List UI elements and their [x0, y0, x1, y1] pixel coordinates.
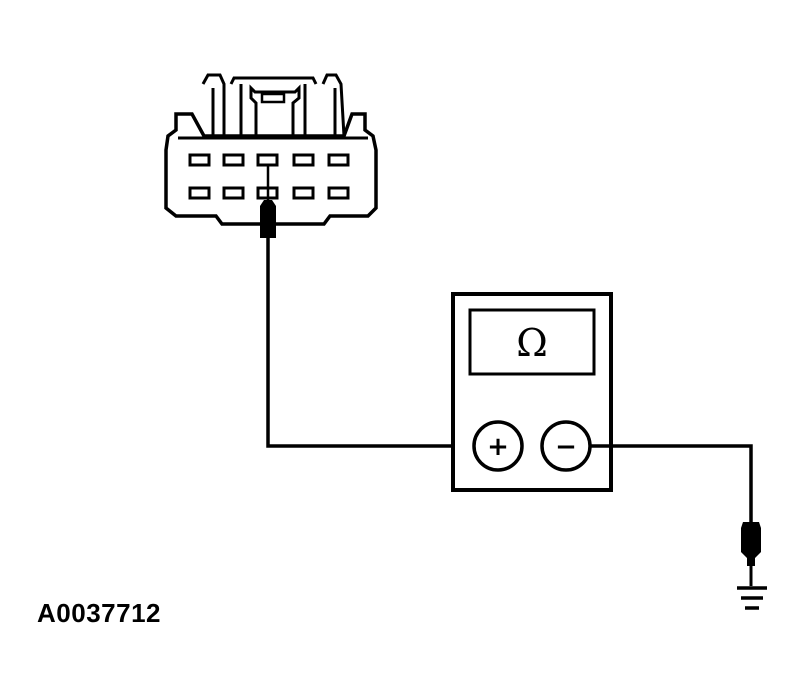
- pin-cavity: [188, 186, 211, 200]
- connector-probe: [260, 165, 276, 238]
- ground-symbol-icon: [737, 586, 767, 610]
- pin-row-upper: [188, 153, 350, 167]
- ohm-symbol: Ω: [516, 321, 548, 365]
- pin-cavity: [327, 186, 350, 200]
- pin-cavity: [256, 153, 279, 167]
- pin-cavity: [292, 186, 315, 200]
- multimeter-display: [468, 308, 596, 376]
- pin-cavity: [292, 153, 315, 167]
- positive-terminal: +: [472, 420, 524, 472]
- negative-terminal: −: [540, 420, 592, 472]
- negative-terminal-label: −: [555, 432, 577, 462]
- pin-cavity: [327, 153, 350, 167]
- probe-body: [260, 200, 276, 238]
- test-lead-negative: [590, 444, 753, 522]
- connector-tab-slot: [260, 92, 286, 104]
- ground-probe-body: [741, 522, 761, 566]
- ground-probe: [741, 522, 761, 586]
- pin-cavity: [222, 153, 245, 167]
- test-lead-positive: [266, 238, 474, 448]
- connector-latch: [201, 73, 346, 137]
- figure-id: A0037712: [37, 598, 161, 628]
- pin-cavity: [188, 153, 211, 167]
- connector-housing: [164, 112, 378, 226]
- pin-cavity: [222, 186, 245, 200]
- positive-terminal-label: +: [487, 432, 509, 462]
- multimeter: Ω + −: [451, 292, 613, 492]
